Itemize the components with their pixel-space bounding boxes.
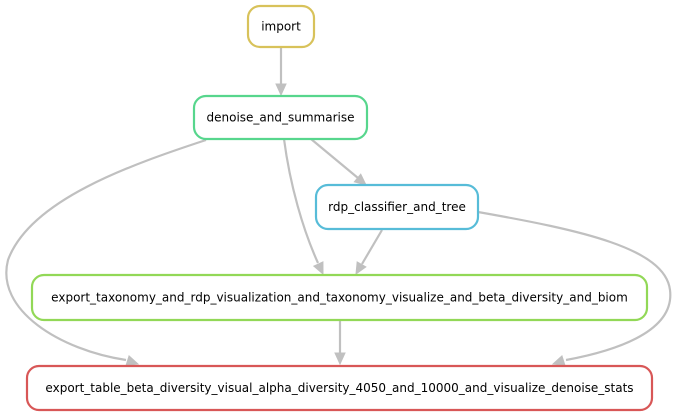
node-export_table: export_table_beta_diversity_visual_alpha… (25, 364, 654, 412)
node-import: import (246, 4, 316, 49)
node-export_taxonomy: export_taxonomy_and_rdp_visualization_an… (30, 273, 649, 322)
node-label: export_table_beta_diversity_visual_alpha… (45, 381, 633, 395)
edge-rdp-to-export_table (477, 210, 672, 367)
edge-export_taxonomy-to-export_table (334, 321, 346, 366)
node-label: import (261, 20, 301, 34)
node-label: denoise_and_summarise (207, 111, 355, 125)
node-label: rdp_classifier_and_tree (328, 200, 466, 214)
arrowhead (125, 355, 140, 367)
edge-rdp-to-export_taxonomy (355, 229, 383, 276)
edge-line (310, 138, 359, 179)
nodes-layer: import denoise_and_summarise rdp_classifie… (25, 4, 654, 412)
arrowhead (312, 261, 324, 276)
edge-line (361, 229, 383, 265)
edge-import-to-denoise (275, 47, 287, 97)
arrowhead (353, 173, 367, 186)
node-box (192, 94, 369, 141)
arrowhead (355, 261, 367, 276)
edge-line (282, 138, 320, 264)
edge-line (5, 138, 207, 362)
edge-denoise-to-export_taxonomy (282, 138, 324, 276)
arrowhead (275, 83, 287, 97)
arrowhead (551, 355, 566, 367)
edge-denoise-to-export_table (5, 138, 207, 367)
node-label: export_taxonomy_and_rdp_visualization_an… (51, 291, 628, 305)
node-box (246, 4, 316, 49)
node-box (314, 183, 480, 231)
edge-denoise-to-rdp (310, 138, 367, 186)
node-box (25, 364, 654, 412)
edge-line (477, 210, 672, 362)
node-denoise: denoise_and_summarise (192, 94, 369, 141)
node-box (30, 273, 649, 322)
node-rdp: rdp_classifier_and_tree (314, 183, 480, 231)
arrowhead (334, 352, 346, 366)
edges-layer (5, 47, 672, 367)
